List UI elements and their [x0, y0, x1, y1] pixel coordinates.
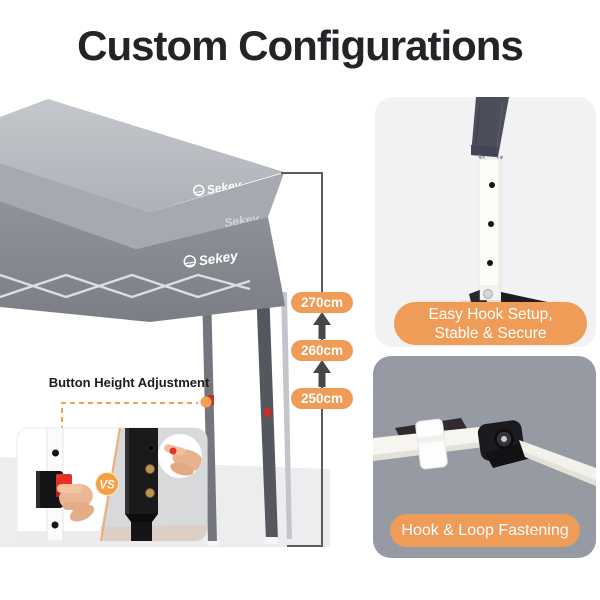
hook-setup-line1: Easy Hook Setup, — [428, 305, 553, 323]
finger-press-inset — [158, 434, 202, 478]
hinge-joint — [477, 420, 535, 468]
hook-loop-badge: Hook & Loop Fastening — [390, 514, 580, 547]
brand-label: Sekey — [198, 248, 240, 268]
hook-loop-photo — [373, 418, 596, 486]
hook-setup-badge: Easy Hook Setup, Stable & Secure — [394, 302, 587, 345]
adjustment-comparison-inset: VS — [16, 427, 208, 542]
hook-loop-panel: Hook & Loop Fastening — [373, 356, 596, 558]
svg-text:VS: VS — [99, 480, 115, 492]
arrow-up-icon — [313, 360, 331, 387]
vs-badge: VS — [95, 472, 119, 496]
sekey-sun-icon — [183, 255, 197, 268]
tent-legs — [202, 287, 293, 546]
height-badge-260: 260cm — [291, 340, 353, 361]
height-badge-250: 250cm — [291, 388, 353, 409]
height-badge-270: 270cm — [291, 292, 353, 313]
black-pole-snap-button — [125, 428, 158, 541]
angled-pole — [519, 440, 596, 486]
pole-with-holes — [478, 158, 503, 293]
hook-setup-line2: Stable & Secure — [434, 324, 547, 342]
arrow-up-icon — [313, 312, 331, 339]
page-title: Custom Configurations — [77, 22, 524, 69]
leg-strap-red — [264, 408, 271, 417]
brand-logo: Sekey — [183, 248, 240, 268]
callout-label: Button Height Adjustment — [48, 375, 210, 390]
hook-setup-panel: Easy Hook Setup, Stable & Secure — [375, 97, 596, 347]
truss-frame — [0, 273, 251, 299]
hand — [57, 483, 95, 522]
strap — [471, 97, 509, 157]
velcro-strap — [415, 418, 448, 470]
callout-dot — [200, 396, 212, 408]
callout-line — [61, 396, 212, 431]
canopy-position-high — [0, 99, 284, 212]
tent-illustration: Sekey Sekey Sekey — [0, 99, 331, 547]
sekey-sun-icon — [193, 184, 205, 197]
canopy-position-middle — [0, 163, 284, 249]
